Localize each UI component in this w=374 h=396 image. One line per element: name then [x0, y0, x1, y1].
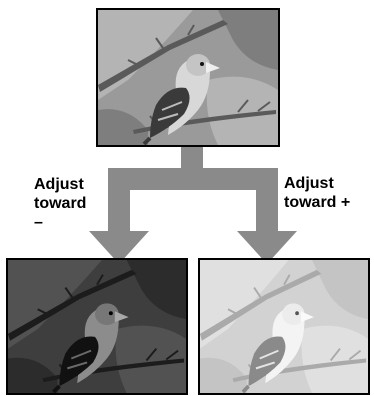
adjust-toward-minus-label: Adjust toward – [34, 175, 124, 232]
arrow-stem [181, 147, 203, 172]
arrow-right-shaft [256, 168, 278, 234]
bird-image-darker [8, 260, 186, 393]
bird-image-lighter [200, 260, 368, 393]
lighter-bird-photo [198, 258, 370, 395]
darker-bird-photo [6, 258, 188, 395]
bird-image-original [98, 10, 278, 145]
arrow-crossbar [108, 168, 278, 190]
original-bird-photo [96, 8, 280, 147]
adjust-toward-plus-label: Adjust toward + [284, 174, 374, 212]
